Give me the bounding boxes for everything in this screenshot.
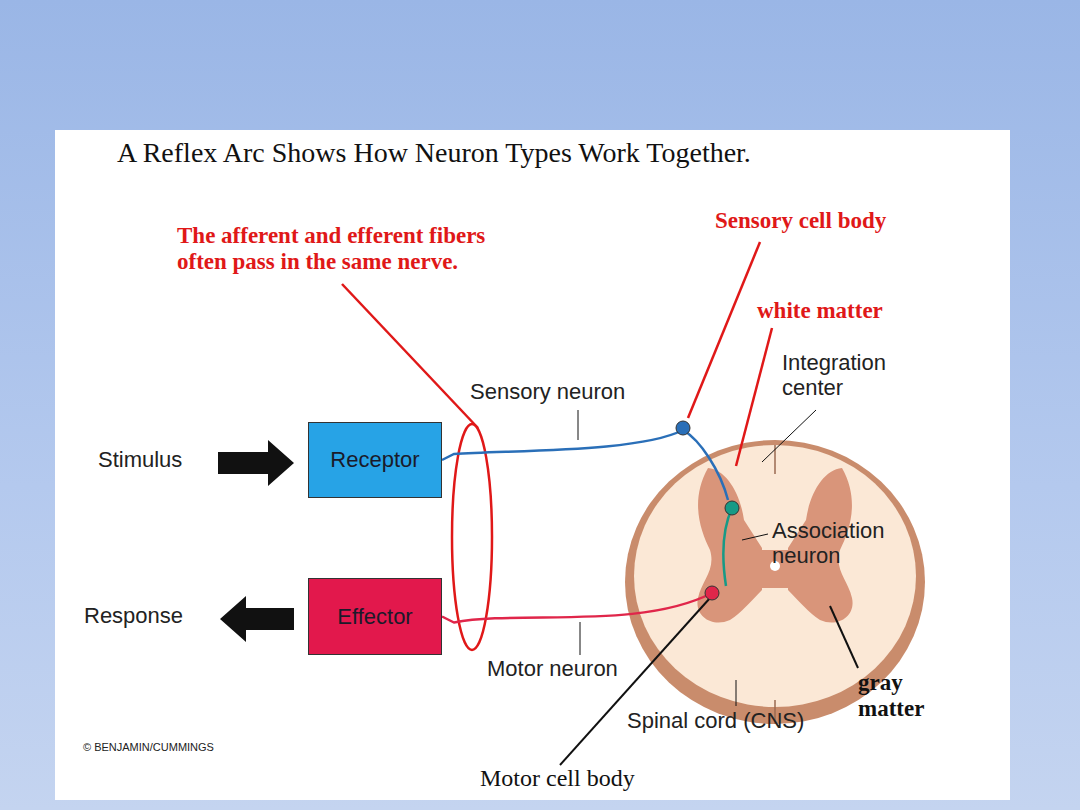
callout-label: Sensory cell body — [715, 208, 886, 234]
box-label: Receptor — [330, 447, 419, 472]
integration-leader — [762, 410, 816, 462]
effector-box: Effector — [308, 578, 442, 655]
gray-matter-leader — [830, 606, 858, 668]
signal-label: Stimulus — [98, 447, 182, 472]
sensory-neuron-tick — [578, 410, 579, 440]
reflex-pathway — [442, 421, 739, 623]
cord-tick — [736, 680, 737, 706]
response-arrow — [220, 596, 294, 642]
part-label: Spinal cord (CNS) — [627, 708, 804, 733]
callout-note: The afferent and efferent fibers often p… — [177, 223, 537, 276]
motor-neuron-tick — [580, 622, 581, 655]
part-label: Association neuron — [772, 518, 922, 569]
nerve-ring — [452, 424, 492, 650]
diagram-title: A Reflex Arc Shows How Neuron Types Work… — [117, 137, 751, 169]
motor-body-leader — [560, 598, 710, 765]
callout-label: white matter — [757, 298, 883, 324]
callout-leader — [342, 284, 478, 428]
part-label: Sensory neuron — [470, 379, 625, 404]
stimulus-arrow — [218, 440, 294, 486]
box-label: Effector — [337, 604, 412, 629]
copyright-note: © BENJAMIN/CUMMINGS — [83, 741, 214, 754]
cell-body-leader — [688, 242, 760, 418]
part-label: Integration center — [782, 350, 927, 401]
white-matter — [634, 445, 916, 707]
receptor-box: Receptor — [308, 422, 442, 498]
white-matter-leader — [736, 328, 772, 466]
part-label: Motor neuron — [487, 656, 618, 681]
association-leader — [742, 534, 768, 540]
signal-label: Response — [84, 603, 183, 628]
callout-label: Motor cell body — [480, 765, 635, 793]
callout-label: gray matter — [858, 670, 948, 723]
